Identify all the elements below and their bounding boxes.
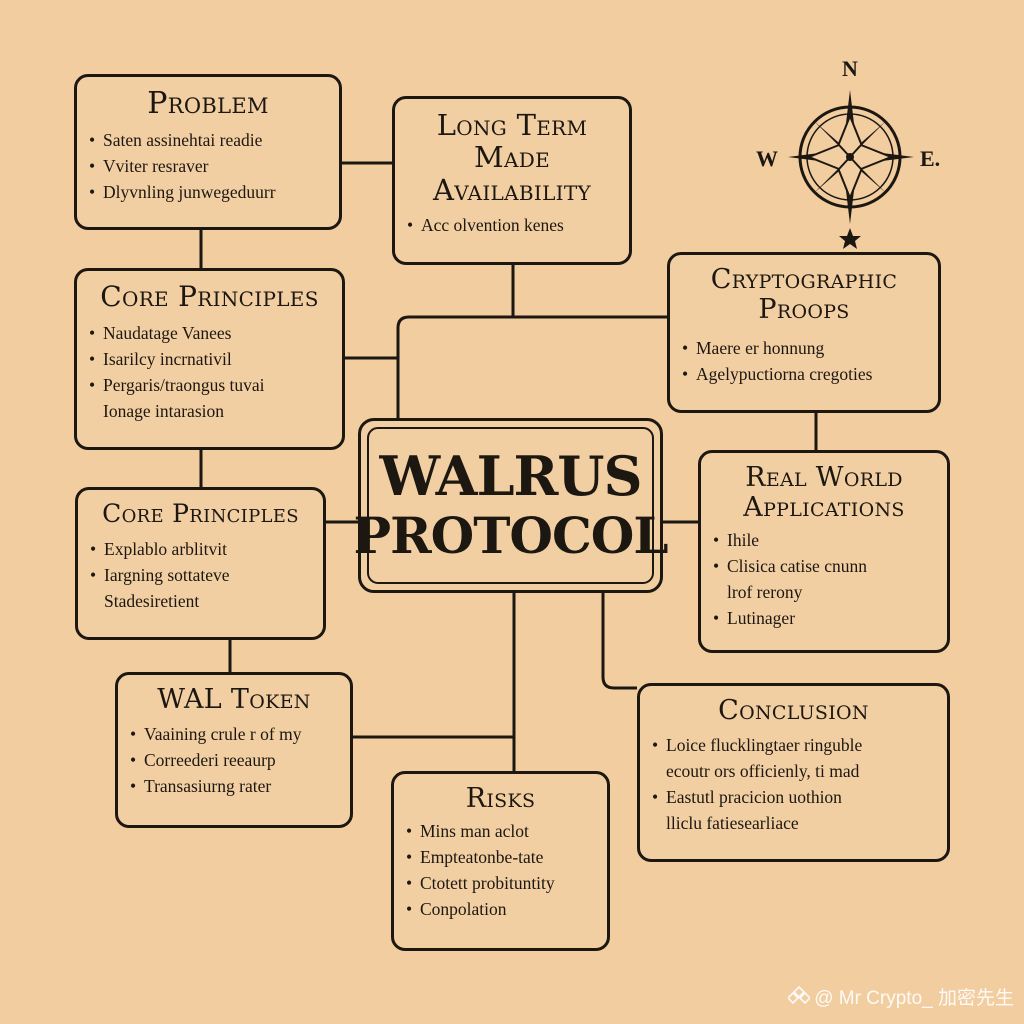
central-title-line1: WALRUS <box>379 443 642 508</box>
real-world-title: Real World Applications <box>743 462 905 524</box>
list-item-continuation: Stadesiretient <box>104 591 200 611</box>
core-principles-title: Core Principles <box>100 280 319 313</box>
connector-hub-vertical <box>396 315 667 418</box>
central-node-frame: WALRUS PROTOCOL <box>354 427 668 584</box>
problem-bullets: Saten assinehtai readie Vviter resraver … <box>89 127 327 205</box>
risks-card: Risks Mins man aclot Empteatonbe-tate Ct… <box>391 771 610 951</box>
conclusion-bullets: Loice flucklingtaer ringuble ecoutr ors … <box>652 732 935 836</box>
list-item: Ihile <box>713 527 935 553</box>
list-item-continuation: ecoutr ors officienly, ti mad <box>666 761 860 782</box>
wal-token-card: WAL Token Vaaining crule r of my Correed… <box>115 672 353 828</box>
real-world-applications-card: Real World Applications Ihile Clisica ca… <box>698 450 950 653</box>
list-item-continuation: lliclu fatiesearliace <box>666 813 799 834</box>
list-item: Vaaining crule r of my <box>130 721 338 747</box>
list-item: Transasiurng rater <box>130 773 338 799</box>
real-world-bullets: Ihile Clisica catise cnunn lrof rerony L… <box>713 527 935 631</box>
core-principles-bullets: Naudatage Vanees Isarilcy incrnativil Pe… <box>89 320 330 424</box>
problem-title: Problem <box>147 86 269 121</box>
central-node: WALRUS PROTOCOL <box>354 418 668 593</box>
list-item: Mins man aclot <box>406 818 595 844</box>
core-principles-card-1: Core Principles Naudatage Vanees Isarilc… <box>74 268 345 450</box>
list-item: Dlyvnling junwegeduurr <box>89 179 327 205</box>
list-item-continuation: Ionage intarasion <box>103 401 224 422</box>
list-item: Loice flucklingtaer ringuble <box>652 732 935 758</box>
list-item: Acc olvention kenes <box>407 212 617 238</box>
wal-token-bullets: Vaaining crule r of my Correederi reeaur… <box>130 721 338 799</box>
list-item: Ctotett probituntity <box>406 870 595 896</box>
list-item-continuation: lrof rerony <box>727 582 803 603</box>
long-term-availability-card: Long Term Made Availability Acc olventio… <box>392 96 632 265</box>
compass-rose: N W E. <box>754 56 954 252</box>
problem-card: Problem Saten assinehtai readie Vviter r… <box>74 74 342 230</box>
conclusion-title: Conclusion <box>718 695 869 726</box>
risks-bullets: Mins man aclot Empteatonbe-tate Ctotett … <box>406 818 595 922</box>
watermark: @ Mr Crypto_ 加密先生 <box>787 983 1014 1010</box>
list-item: Conpolation <box>406 896 595 922</box>
connector-central-conclusion <box>601 593 637 690</box>
list-item: Lutinager <box>713 605 935 631</box>
list-item: Clisica catise cnunn <box>713 553 935 579</box>
list-item: Correederi reeaurp <box>130 747 338 773</box>
cryptographic-proofs-card: Cryptographic Proops Maere er honnung Ag… <box>667 252 941 413</box>
core-principles-bullets: Explablo arblitvit Iargning sottateve St… <box>90 536 311 614</box>
conclusion-card: Conclusion Loice flucklingtaer ringuble … <box>637 683 950 862</box>
risks-title: Risks <box>465 783 536 814</box>
central-title-line2: PROTOCOL <box>353 505 669 565</box>
list-item: Agelypuctiorna cregoties <box>682 361 926 387</box>
list-item: Vviter resraver <box>89 153 327 179</box>
list-item: Iargning sottateve <box>90 562 311 588</box>
list-item: Pergaris/traongus tuvai <box>89 372 330 398</box>
list-item: Empteatonbe-tate <box>406 844 595 870</box>
cryptographic-bullets: Maere er honnung Agelypuctiorna cregotie… <box>682 335 926 387</box>
watermark-text: @ Mr Crypto_ 加密先生 <box>814 988 1014 1009</box>
wal-token-title: WAL Token <box>157 684 311 715</box>
list-item: Isarilcy incrnativil <box>89 346 330 372</box>
list-item: Naudatage Vanees <box>89 320 330 346</box>
long-term-title: Long Term Made Availability <box>432 108 592 207</box>
compass-west-label: W <box>756 146 778 171</box>
list-item: Saten assinehtai readie <box>89 127 327 153</box>
diamond-logo-icon <box>787 985 812 1010</box>
core-principles-card-2: Core Principles Explablo arblitvit Iargn… <box>75 487 326 640</box>
list-item: Maere er honnung <box>682 335 926 361</box>
list-item: Explablo arblitvit <box>90 536 311 562</box>
compass-east-label: E. <box>920 146 941 171</box>
cryptographic-title: Cryptographic Proops <box>710 264 898 326</box>
compass-icon <box>788 90 914 249</box>
long-term-bullets: Acc olvention kenes <box>407 212 617 238</box>
compass-north-label: N <box>842 56 858 81</box>
core-principles-title: Core Principles <box>102 499 299 528</box>
list-item: Eastutl pracicion uothion <box>652 784 935 810</box>
